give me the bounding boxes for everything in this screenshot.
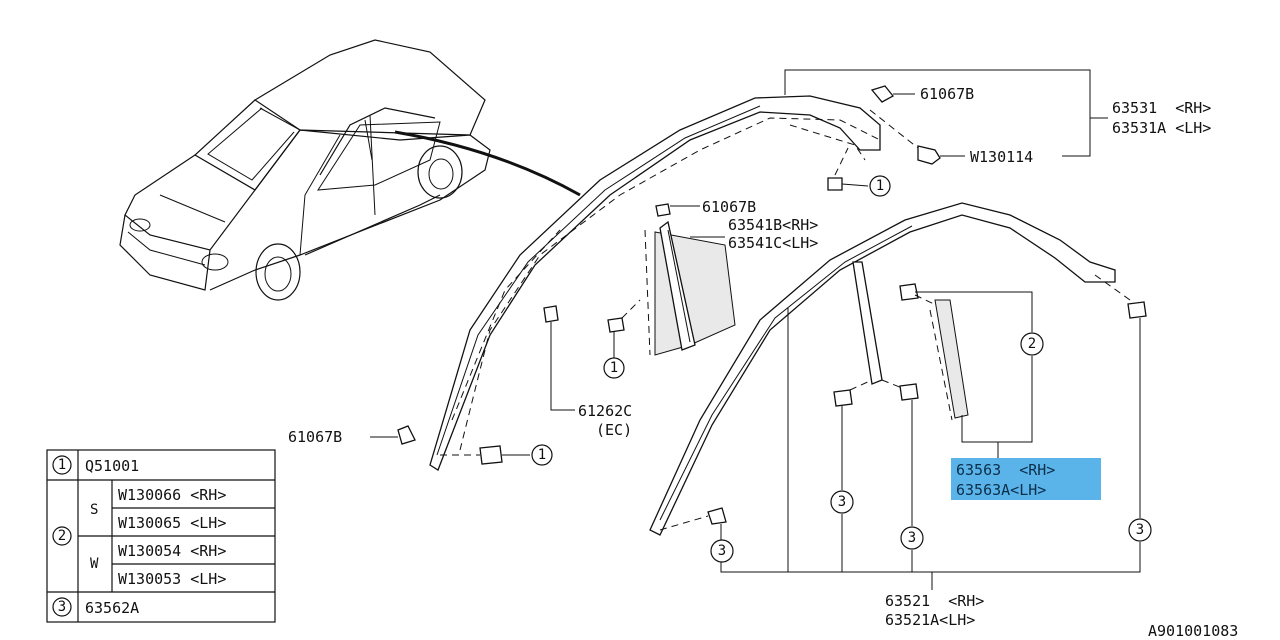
roof-molding-part [429,95,881,471]
svg-text:1: 1 [876,178,884,194]
weatherstrip-part [929,299,969,421]
leader-lines [690,69,1141,590]
clips [370,85,1147,542]
svg-text:1: 1 [610,360,618,376]
label-top-clip[interactable]: 61067B [920,85,974,103]
callout-1-pillar: 1 [603,357,625,379]
label-pillar-clip[interactable]: 61067B [702,198,756,216]
legend-s-label: S [90,502,98,518]
highlighted-part-label[interactable]: 63563 <RH> 63563A<LH> [951,458,1101,500]
pillar-molding-part [644,220,736,356]
svg-text:3: 3 [1136,522,1144,538]
car-illustration [119,39,581,301]
legend-part-s-lh[interactable]: W130065 <LH> [118,514,226,532]
label-side-clip[interactable]: 61262C [578,402,632,420]
legend-part-s-rh[interactable]: W130066 <RH> [118,486,226,504]
callout-1-lower: 1 [531,444,553,466]
svg-text:1: 1 [58,457,66,473]
diagram-code: A901001083 [1148,622,1238,640]
legend-part-q51001[interactable]: Q51001 [85,457,139,475]
svg-text:2: 2 [58,528,66,544]
part-labels[interactable]: 61067B 63531 <RH> 63531A <LH> W130114 61… [288,85,1238,640]
callout-1-top: 1 [869,175,891,197]
legend-row-3: 3 63562A [52,597,139,617]
callout-3-d: 3 [710,539,734,563]
label-lower-clip[interactable]: 61067B [288,428,342,446]
svg-text:3: 3 [908,530,916,546]
label-drip-lh[interactable]: 63521A<LH> [885,611,975,629]
legend-table: 1 Q51001 2 S W130066 <RH> W130065 <LH> W… [46,449,276,623]
callout-circles: 1 1 1 2 3 3 3 3 [531,175,1152,563]
legend-part-w-lh[interactable]: W130053 <LH> [118,570,226,588]
label-pillar-molding-rh[interactable]: 63541B<RH> [728,216,818,234]
svg-text:3: 3 [718,543,726,559]
legend-part-w-rh[interactable]: W130054 <RH> [118,542,226,560]
legend-row-2: 2 S W130066 <RH> W130065 <LH> W W130054 … [52,486,226,588]
label-side-clip-sub: (EC) [596,421,632,439]
svg-text:1: 1 [538,447,546,463]
callout-2-seal: 2 [1020,332,1044,356]
svg-text:3: 3 [838,494,846,510]
legend-row-1: 1 Q51001 [52,455,139,475]
svg-text:3: 3 [58,599,66,615]
legend-w-label: W [90,556,99,572]
label-top-molding-rh[interactable]: 63531 <RH> [1112,99,1211,117]
callout-3-a: 3 [830,490,854,514]
legend-part-63562a[interactable]: 63562A [85,599,139,617]
svg-text:2: 2 [1028,336,1036,352]
label-seal-lh[interactable]: 63563A<LH> [956,481,1046,499]
label-top-molding-lh[interactable]: 63531A <LH> [1112,119,1211,137]
label-top-screw[interactable]: W130114 [970,148,1033,166]
label-seal-rh[interactable]: 63563 <RH> [956,461,1055,479]
callout-3-b: 3 [900,526,924,550]
label-pillar-molding-lh[interactable]: 63541C<LH> [728,234,818,252]
callout-3-c: 3 [1128,518,1152,542]
drip-molding-part [649,202,1131,536]
label-drip-rh[interactable]: 63521 <RH> [885,592,984,610]
